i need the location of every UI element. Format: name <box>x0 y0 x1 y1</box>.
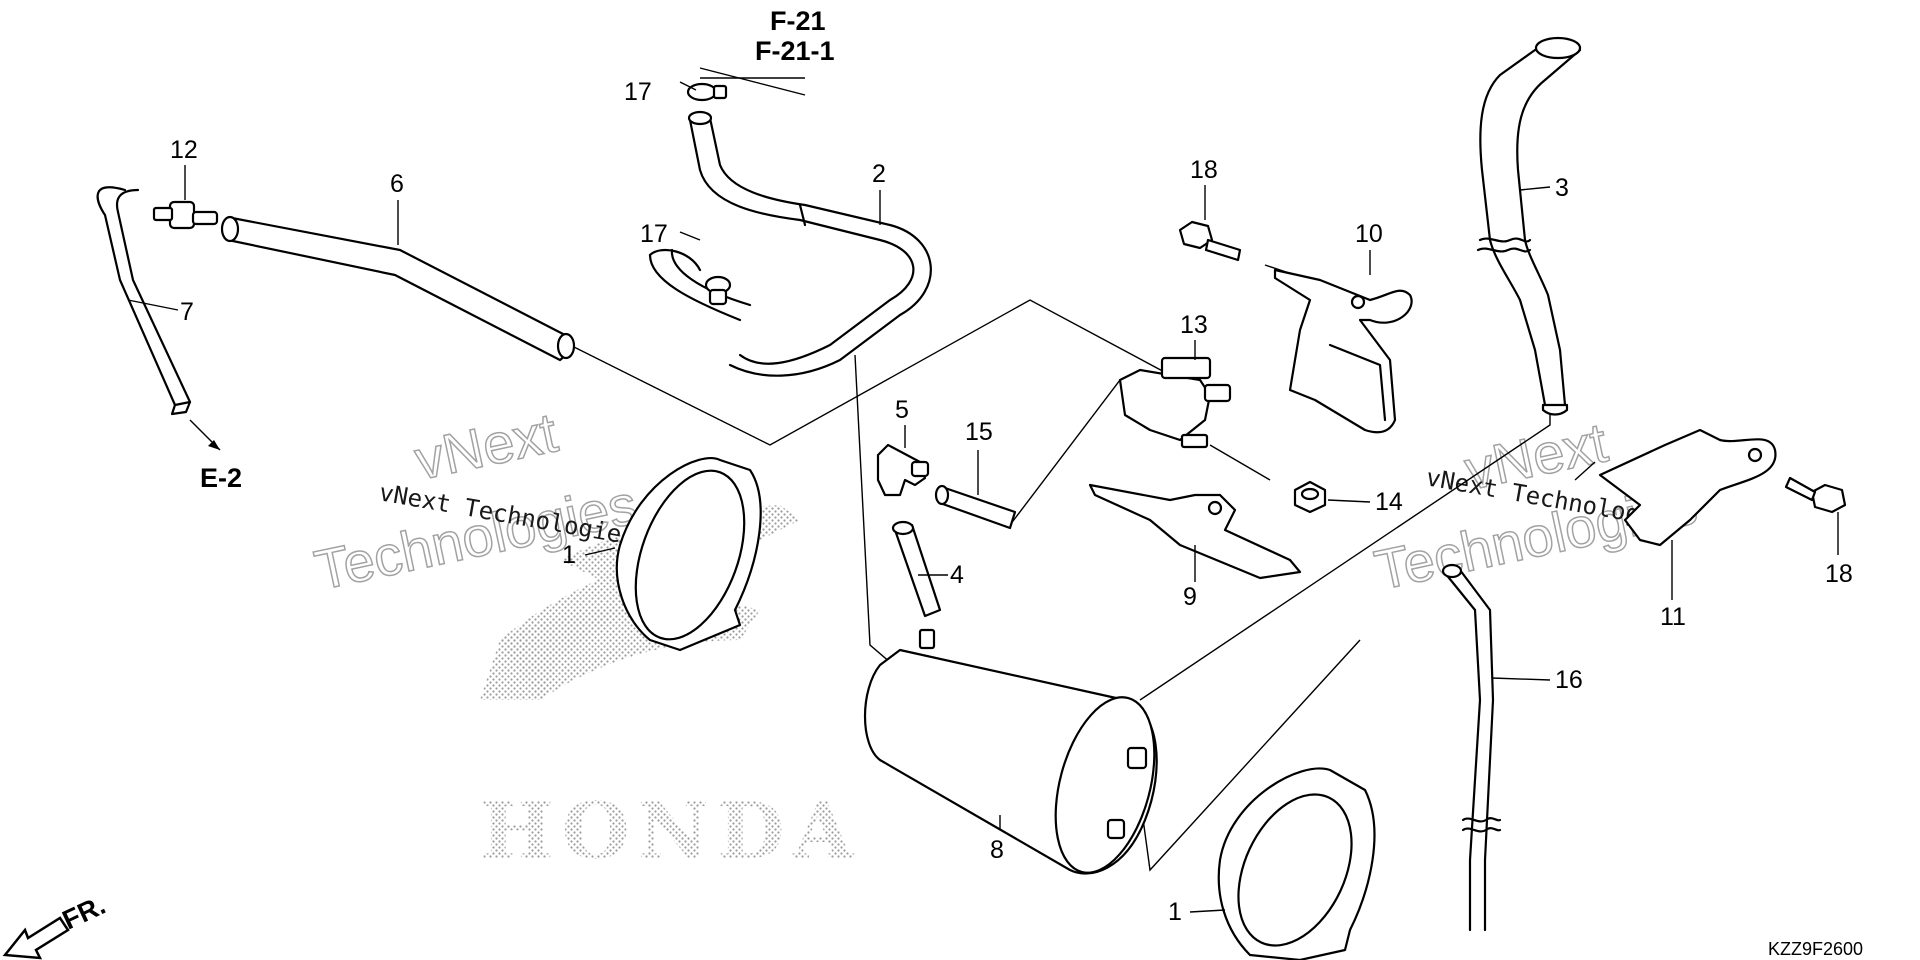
part-18-bolt-upper <box>1178 220 1242 262</box>
label-part-18-upper: 18 <box>1190 156 1218 184</box>
label-part-7: 7 <box>180 298 194 326</box>
part-4-pipe <box>891 520 942 618</box>
part-10-bracket <box>1273 268 1413 434</box>
part-18-bolt-right <box>1784 476 1847 514</box>
label-part-15: 15 <box>965 418 993 446</box>
part-12-fitting <box>152 200 219 230</box>
label-part-11: 11 <box>1660 603 1686 631</box>
part-3-hose <box>1476 36 1582 416</box>
diagram-code: KZZ9F2600 <box>1768 939 1863 959</box>
label-part-10: 10 <box>1355 220 1383 248</box>
label-part-2: 2 <box>872 160 886 188</box>
part-17-clamp-top <box>686 82 728 102</box>
part-17-clamp-mid <box>648 248 732 306</box>
part-13-sensor <box>1118 356 1232 449</box>
part-1-band-lower <box>1217 767 1376 960</box>
ref-f21-1: F-21-1 <box>755 36 835 66</box>
label-part-4: 4 <box>950 561 964 589</box>
part-16-hose <box>1441 563 1502 932</box>
honda-logo-text: HONDA <box>480 786 861 877</box>
part-14-nut <box>1293 480 1327 514</box>
label-part-18-right: 18 <box>1825 560 1853 588</box>
part-15-pipe <box>934 484 1017 530</box>
label-part-1-lower: 1 <box>1168 898 1182 926</box>
label-part-14: 14 <box>1375 488 1403 516</box>
label-part-17-mid: 17 <box>640 220 668 248</box>
label-part-9: 9 <box>1183 583 1197 611</box>
label-part-12: 12 <box>170 136 198 164</box>
label-part-3: 3 <box>1555 174 1569 202</box>
label-part-13: 13 <box>1180 311 1208 339</box>
part-11-bracket <box>1598 428 1777 547</box>
part-5-elbow <box>876 443 930 497</box>
label-part-17-top: 17 <box>624 78 652 106</box>
part-2-hose <box>648 110 932 377</box>
label-part-16: 16 <box>1555 666 1583 694</box>
label-part-6: 6 <box>390 170 404 198</box>
ref-f21: F-21 <box>770 6 826 36</box>
part-1-band-upper <box>615 457 762 652</box>
part-8-canister <box>864 628 1158 875</box>
watermark-vnext-outline: vNext <box>409 400 563 491</box>
part-labels: 12 6 7 2 17 17 3 18 10 13 5 15 4 14 9 18… <box>170 78 1853 926</box>
part-6-hose <box>220 215 576 362</box>
part-7-hose <box>96 186 221 451</box>
label-part-5: 5 <box>895 396 909 424</box>
leader-lines <box>127 81 1839 913</box>
ref-e2: E-2 <box>200 463 242 493</box>
front-direction-arrow: FR. <box>2 890 110 960</box>
label-part-1-upper: 1 <box>562 541 576 569</box>
part-9-bracket <box>1088 483 1302 580</box>
label-part-8: 8 <box>990 836 1004 864</box>
